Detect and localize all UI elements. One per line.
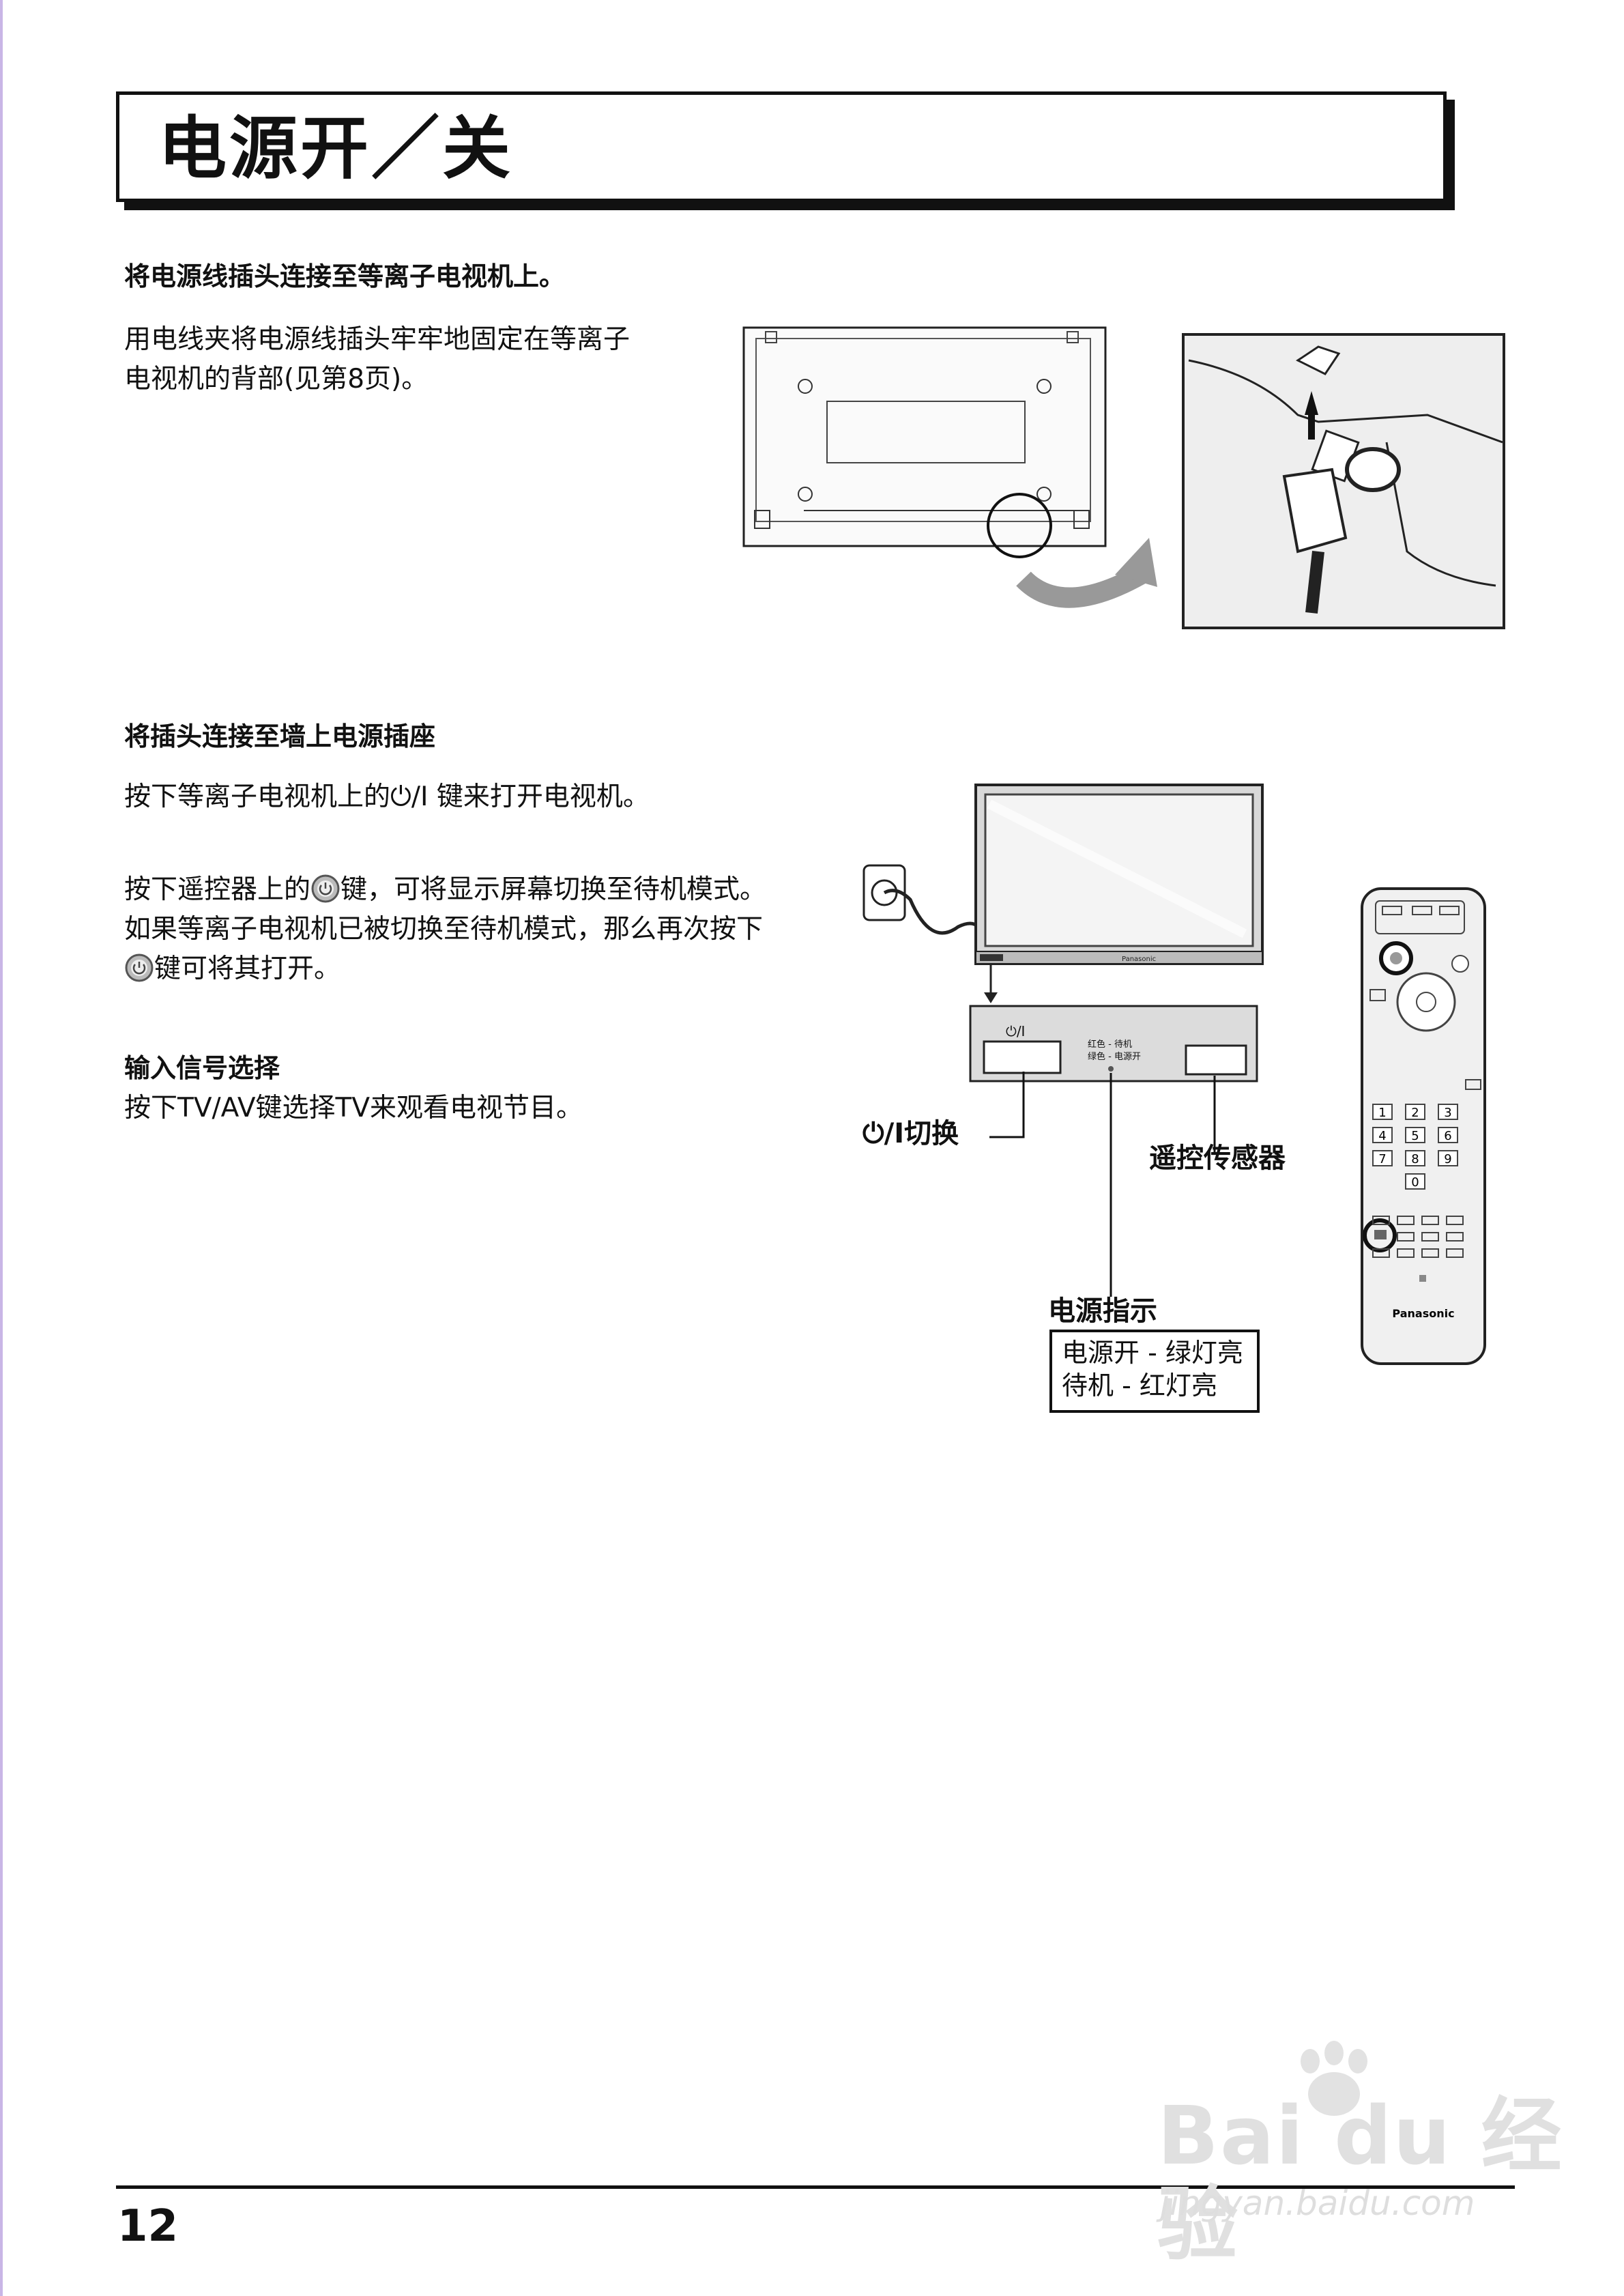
section3-line-1-pre: 按下遥控器上的 bbox=[124, 874, 311, 905]
section1-line-2: 电视机的背部(见第8页)。 bbox=[124, 364, 429, 394]
switch-caption: ⏻/I切换 bbox=[862, 1118, 959, 1149]
callout-lines bbox=[989, 1072, 1216, 1297]
remote-keypad: 1 2 3 4 5 6 7 8 9 0 bbox=[1372, 1104, 1458, 1190]
section3-line-3-post: 键可将其打开。 bbox=[154, 953, 341, 984]
remote-key-7: 7 bbox=[1378, 1152, 1386, 1166]
section4-line: 按下TV/AV键选择TV来观看电视节目。 bbox=[124, 1093, 583, 1123]
section1-line-1: 用电线夹将电源线插头牢牢地固定在等离子 bbox=[124, 324, 630, 355]
legend-standby: 待机 - 红灯亮 bbox=[1062, 1371, 1217, 1401]
panel-led-line-2: 绿色 - 电源开 bbox=[1088, 1051, 1141, 1062]
footer-rule bbox=[116, 2185, 1515, 2189]
panel-led-line-1: 红色 - 待机 bbox=[1088, 1039, 1132, 1050]
standby-button-icon bbox=[125, 953, 154, 982]
power-indicator-title: 电源指示 bbox=[1048, 1295, 1157, 1327]
section3-line-3: 键可将其打开。 bbox=[124, 950, 340, 988]
remote-key-5: 5 bbox=[1411, 1129, 1419, 1143]
panel-switch-label: ⏻/I bbox=[1006, 1023, 1025, 1039]
standby-button-icon bbox=[311, 874, 340, 903]
watermark-main: Bai du 经验 bbox=[1157, 2089, 1563, 2271]
page-edge-rule bbox=[0, 0, 3, 2296]
remote-key-1: 1 bbox=[1378, 1106, 1386, 1120]
tv-front-diagram: Panasonic ⏻/I 红色 - 待机 绿色 - 电源开 bbox=[862, 784, 1264, 1082]
section1-heading: 将电源线插头连接至等离子电视机上。 bbox=[124, 261, 566, 291]
remote-key-6: 6 bbox=[1444, 1129, 1451, 1143]
remote-brand: Panasonic bbox=[1392, 1307, 1454, 1320]
remote-key-4: 4 bbox=[1378, 1129, 1386, 1143]
sensor-caption: 遥控传感器 bbox=[1149, 1143, 1286, 1174]
tv-rear-illustration bbox=[742, 326, 1157, 608]
watermark-paw-icon bbox=[1301, 2041, 1367, 2116]
section3-line-2: 如果等离子电视机已被切换至待机模式，那么再次按下 bbox=[124, 914, 764, 945]
section3-line-1-post: 键，可将显示屏幕切换至待机模式。 bbox=[340, 874, 767, 905]
watermark-url: jingyan.baidu.com bbox=[1160, 2183, 1475, 2223]
section2-heading: 将插头连接至墙上电源插座 bbox=[124, 721, 436, 751]
page-number: 12 bbox=[117, 2201, 179, 2252]
power-indicator-legend: 电源开 - 绿灯亮 待机 - 红灯亮 bbox=[1049, 1330, 1260, 1413]
remote-key-0: 0 bbox=[1411, 1175, 1419, 1190]
remote-key-2: 2 bbox=[1411, 1106, 1419, 1120]
title-box bbox=[116, 91, 1447, 202]
remote-key-9: 9 bbox=[1444, 1152, 1451, 1166]
remote-key-8: 8 bbox=[1411, 1152, 1419, 1166]
plug-clamp-illustration bbox=[1182, 333, 1505, 629]
remote-key-3: 3 bbox=[1444, 1106, 1451, 1120]
page-title: 电源开／关 bbox=[158, 109, 513, 188]
section2-line: 按下等离子电视机上的⏻/I 键来打开电视机。 bbox=[124, 781, 650, 812]
section3-line-1: 按下遥控器上的键，可将显示屏幕切换至待机模式。 bbox=[124, 871, 766, 909]
legend-on: 电源开 - 绿灯亮 bbox=[1062, 1338, 1243, 1368]
section4-heading: 输入信号选择 bbox=[124, 1053, 280, 1083]
remote-control-illustration: 1 2 3 4 5 6 7 8 9 0 Panasonic bbox=[1361, 887, 1486, 1365]
tv-brand: Panasonic bbox=[1122, 956, 1156, 963]
